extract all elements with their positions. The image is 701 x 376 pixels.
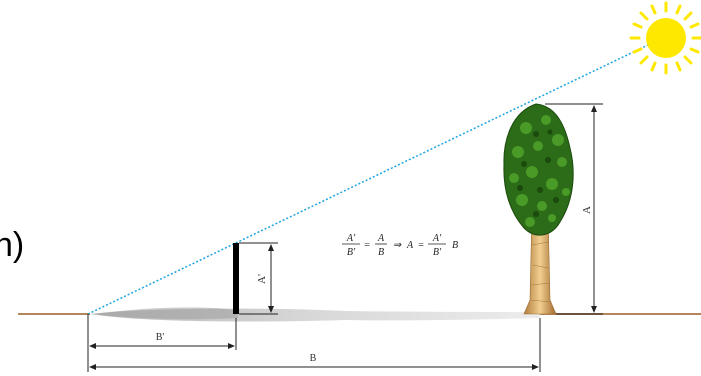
formula-equals-2: = (418, 240, 425, 251)
tree-height-label: A (581, 206, 593, 214)
stick-height-arrowhead-top (268, 244, 274, 251)
proportion-formula: A' B' = A B ⇒ A = A' B' B (342, 233, 458, 258)
formula-frac2-numerator: A (377, 233, 385, 244)
formula-equals-1: = (364, 240, 371, 251)
long-shadow-arrowhead-left (89, 364, 96, 370)
stick-height-label: A' (256, 274, 268, 284)
formula-frac1-numerator: A' (346, 233, 356, 244)
formula-frac2-denominator: B (378, 247, 384, 258)
stick-height-arrowhead-bottom (268, 306, 274, 313)
formula-result-lhs: A (406, 240, 414, 251)
cropped-left-text: h) (0, 226, 25, 264)
long-shadow-arrowhead-right (532, 364, 539, 370)
short-shadow-arrowhead-left (89, 343, 96, 349)
formula-frac3-denominator: B' (433, 247, 442, 258)
tree-foliage (503, 103, 574, 236)
sun-icon (629, 1, 701, 75)
short-shadow-label: B' (156, 332, 165, 343)
tree-height-arrowhead-bottom (591, 306, 597, 313)
formula-multiplier: B (452, 240, 458, 251)
tree-height-arrowhead-top (591, 105, 597, 112)
measuring-stick (233, 243, 239, 314)
formula-frac3-numerator: A' (432, 233, 442, 244)
stick-shadow (95, 307, 238, 320)
formula-implies-arrow: ⇒ (393, 240, 402, 251)
formula-frac1-denominator: B' (347, 247, 356, 258)
long-shadow-label: B (310, 353, 317, 364)
short-shadow-arrowhead-right (228, 343, 235, 349)
